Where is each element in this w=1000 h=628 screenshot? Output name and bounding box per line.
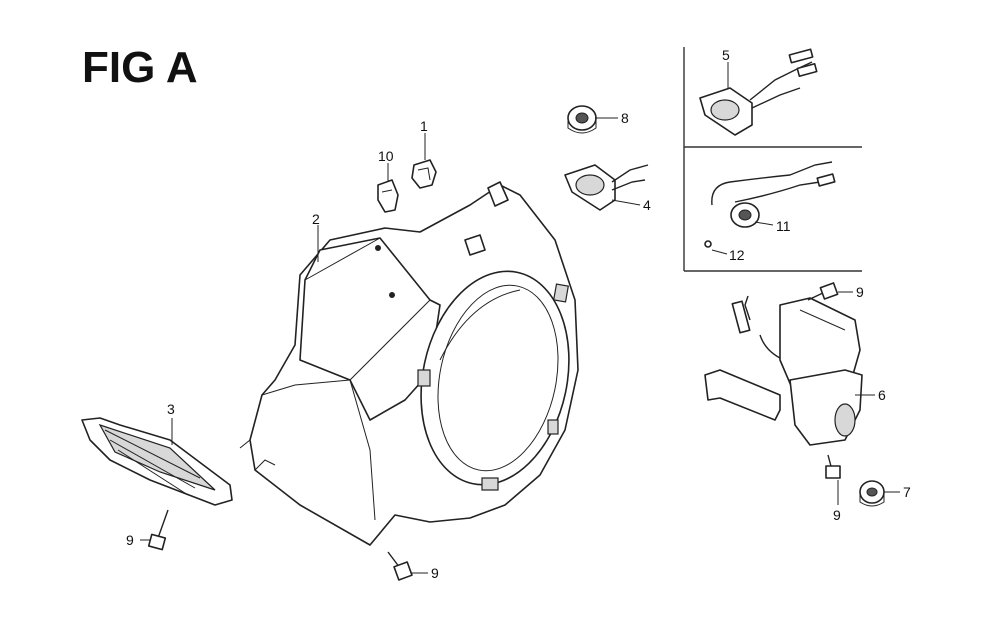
callout-1: 1 [420,118,428,134]
callout-10: 10 [378,148,394,164]
fan-shroud-part [239,181,579,546]
bolt-part-9-bottom [387,551,413,581]
callout-11: 11 [776,218,791,234]
screw-part-12 [704,240,712,248]
callout-2: 2 [312,211,320,227]
clip-part-10 [377,179,399,213]
callout-3: 3 [167,401,175,417]
callout-8: 8 [621,110,629,126]
callout-9-upper-right: 9 [856,284,864,300]
cap-part [859,480,885,507]
inset-box [683,47,862,272]
side-cover-part [81,417,233,506]
wire-part-11 [711,161,836,228]
callout-6: 6 [878,387,886,403]
bolt-part-9-left [147,509,169,551]
callout-9-lower-right: 9 [833,507,841,523]
leader-lines [140,62,900,574]
figure-title: FIG A [82,43,198,92]
callout-4: 4 [643,197,651,213]
bracket-part [704,295,863,446]
callout-9-bottom: 9 [431,565,439,581]
callout-12: 12 [729,247,745,263]
callout-9-left: 9 [126,532,134,548]
bolt-part-9-upper-right [807,282,839,301]
clip-part-1 [411,159,437,189]
bolt-part-9-lower-right [825,454,841,479]
callout-5: 5 [722,47,730,63]
switch-part-5 [699,48,818,136]
grommet-part [567,105,597,134]
switch-part [564,164,649,211]
callout-7: 7 [903,484,911,500]
